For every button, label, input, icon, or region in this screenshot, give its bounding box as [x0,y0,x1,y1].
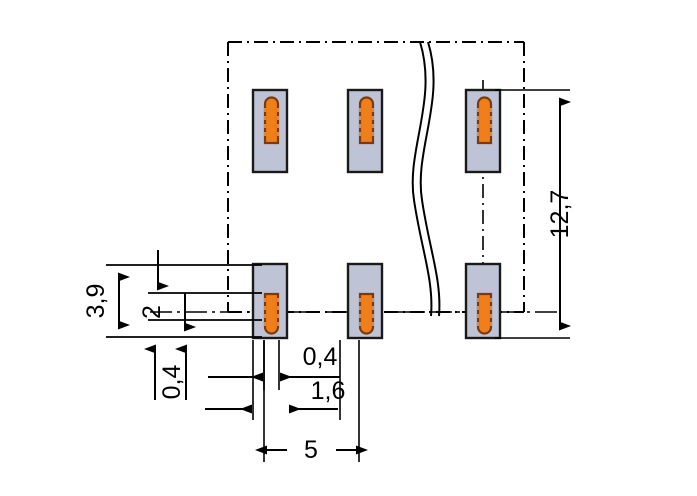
dimension-12-7 [495,89,571,339]
pad-solder-orange [476,292,493,335]
bottom-pad-1 [251,262,289,340]
dimension-5 [255,340,368,462]
pad-hatch [477,108,492,140]
dimension-3-9 [106,264,262,338]
dimension-label-0-4-horizontal: 0,4 [303,343,338,371]
top-pad-2 [346,88,384,174]
pad-hatch [264,298,279,328]
top-pad-1 [251,88,289,174]
pad-solder-orange [263,292,280,335]
top-pad-3 [464,88,502,174]
bottom-pad-2 [346,262,384,340]
pad-solder-orange [263,96,280,145]
dimension-1-6 [205,340,341,420]
dimension-label-1-6: 1,6 [311,377,346,405]
dimension-label-0-4-vertical: 0,4 [158,365,186,400]
pad-hatch [359,108,374,140]
dimension-0-4-vertical [144,344,187,400]
dimension-2 [148,250,262,332]
pad-solder-orange [476,96,493,145]
pad-solder-orange [358,292,375,335]
dimension-label-5: 5 [304,436,318,464]
dimension-label-12-7: 12,7 [546,190,574,239]
pad-hatch [359,298,374,328]
pad-hatch [477,298,492,328]
dimension-label-3-9: 3,9 [82,284,110,319]
dimension-label-2: 2 [138,305,166,319]
pad-hatch [264,108,279,140]
bottom-pad-3 [464,262,502,340]
break-line [411,41,441,317]
pad-solder-orange [358,96,375,145]
